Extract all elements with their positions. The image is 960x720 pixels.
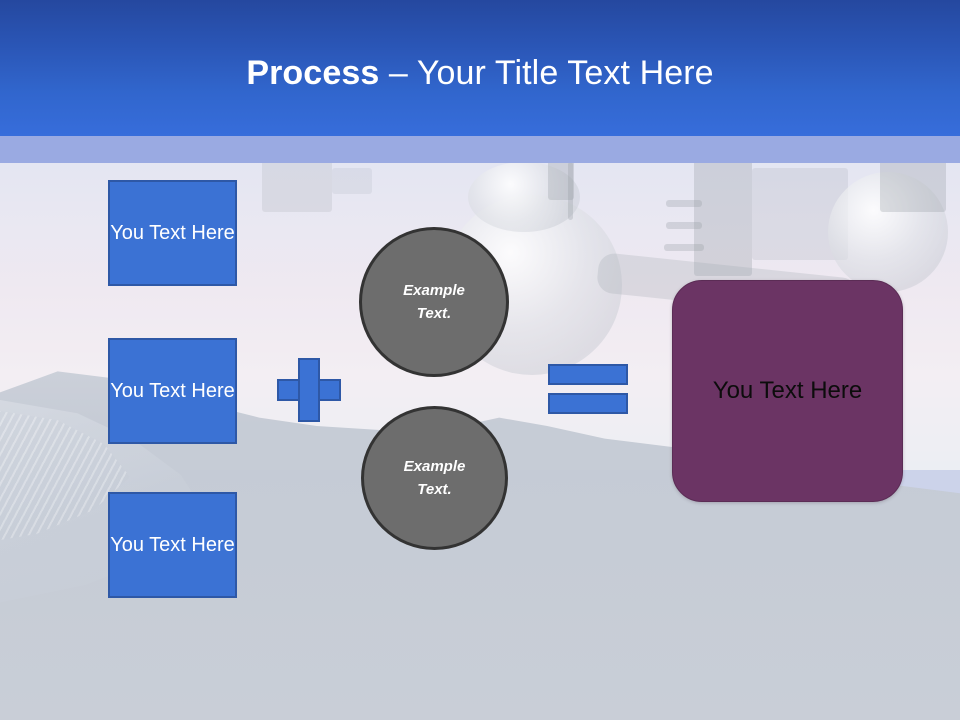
input-box-1[interactable]: You Text Here [108, 180, 237, 286]
result-box-label: You Text Here [712, 377, 863, 404]
title-bar [0, 0, 960, 136]
background-dome-shape-3 [828, 172, 948, 292]
plus-icon-center-fill [300, 381, 318, 399]
input-box-1-label: You Text Here [110, 222, 235, 244]
background-machine-mast [568, 162, 573, 220]
input-box-3-label: You Text Here [110, 534, 235, 556]
example-circle-1-line1: Example [403, 282, 465, 299]
background-machine-edge-2 [262, 158, 332, 212]
example-circle-2-line1: Example [403, 458, 466, 475]
result-box[interactable]: You Text Here [672, 280, 903, 502]
background-machine-strut-3 [664, 244, 704, 251]
example-circle-1[interactable]: Example Text. [359, 227, 509, 377]
background-machine-strut-2 [666, 222, 702, 229]
page-title-light: – Your Title Text Here [379, 54, 714, 92]
example-circle-2-line2: Text. [417, 481, 452, 498]
plus-icon [277, 358, 341, 422]
input-box-2[interactable]: You Text Here [108, 338, 237, 444]
background-machine-edge-3 [332, 168, 372, 194]
page-title-bold: Process [246, 54, 380, 92]
equals-icon [548, 364, 628, 414]
example-circle-1-line2: Text. [416, 305, 452, 322]
equals-icon-bottom-bar [548, 393, 628, 414]
input-box-2-label: You Text Here [110, 380, 235, 402]
background-machine-strut [666, 200, 702, 207]
background-dome-shape-2 [468, 162, 580, 232]
input-box-3[interactable]: You Text Here [108, 492, 237, 598]
example-circle-2[interactable]: Example Text. [361, 406, 508, 550]
equals-icon-top-bar [548, 364, 628, 385]
page-title: Process – Your Title Text Here [0, 52, 960, 94]
example-circle-1-text: Example Text. [403, 279, 465, 325]
background-machine-edge [880, 156, 946, 212]
title-bar-accent-stripe [0, 136, 960, 163]
example-circle-2-text: Example Text. [404, 455, 466, 501]
background-machine-frame [694, 160, 752, 276]
